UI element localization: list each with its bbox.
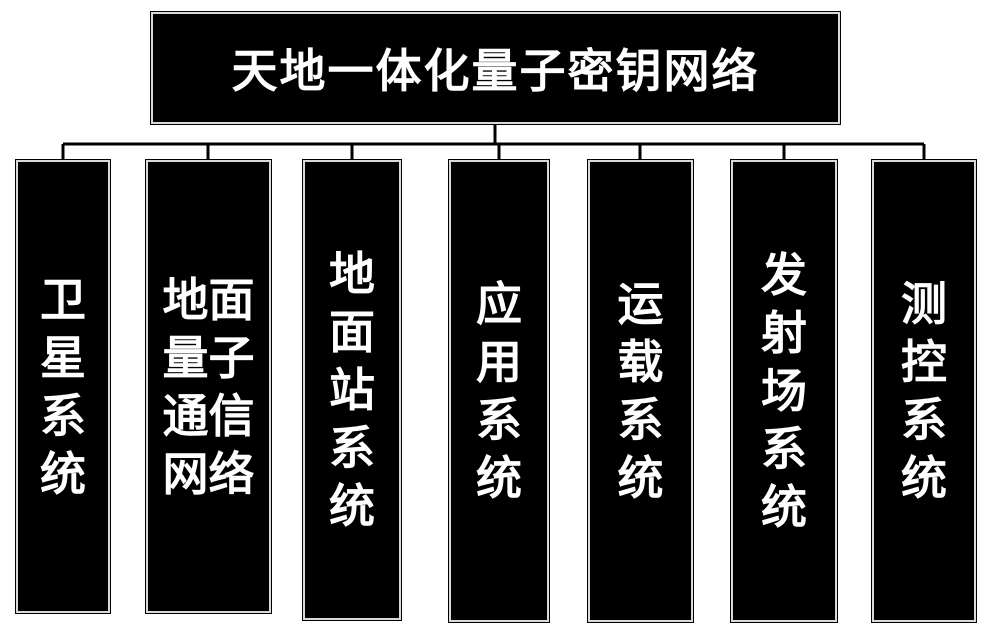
child-node-label: 测控系统 bbox=[901, 277, 947, 505]
child-node-label: 运载系统 bbox=[617, 277, 664, 505]
child-node-ground-quantum-network: 地面量子通信网络 bbox=[145, 159, 272, 614]
child-node-label: 地面站系统 bbox=[329, 247, 375, 533]
child-node-launch-vehicle-system: 运载系统 bbox=[587, 159, 694, 623]
child-node-label: 应用系统 bbox=[476, 277, 522, 505]
root-node-label: 天地一体化量子密钥网络 bbox=[231, 44, 760, 98]
child-node-tt-and-c-system: 测控系统 bbox=[871, 159, 977, 623]
root-node: 天地一体化量子密钥网络 bbox=[150, 11, 841, 125]
child-node-label: 地面量子通信网络 bbox=[162, 272, 255, 501]
child-node-satellite-system: 卫星系统 bbox=[15, 159, 111, 614]
child-node-label: 发射场系统 bbox=[761, 248, 807, 534]
child-node-label: 卫星系统 bbox=[40, 272, 86, 501]
child-node-application-system: 应用系统 bbox=[448, 159, 550, 623]
child-node-launch-site-system: 发射场系统 bbox=[730, 159, 838, 623]
child-node-ground-station-system: 地面站系统 bbox=[302, 159, 402, 621]
